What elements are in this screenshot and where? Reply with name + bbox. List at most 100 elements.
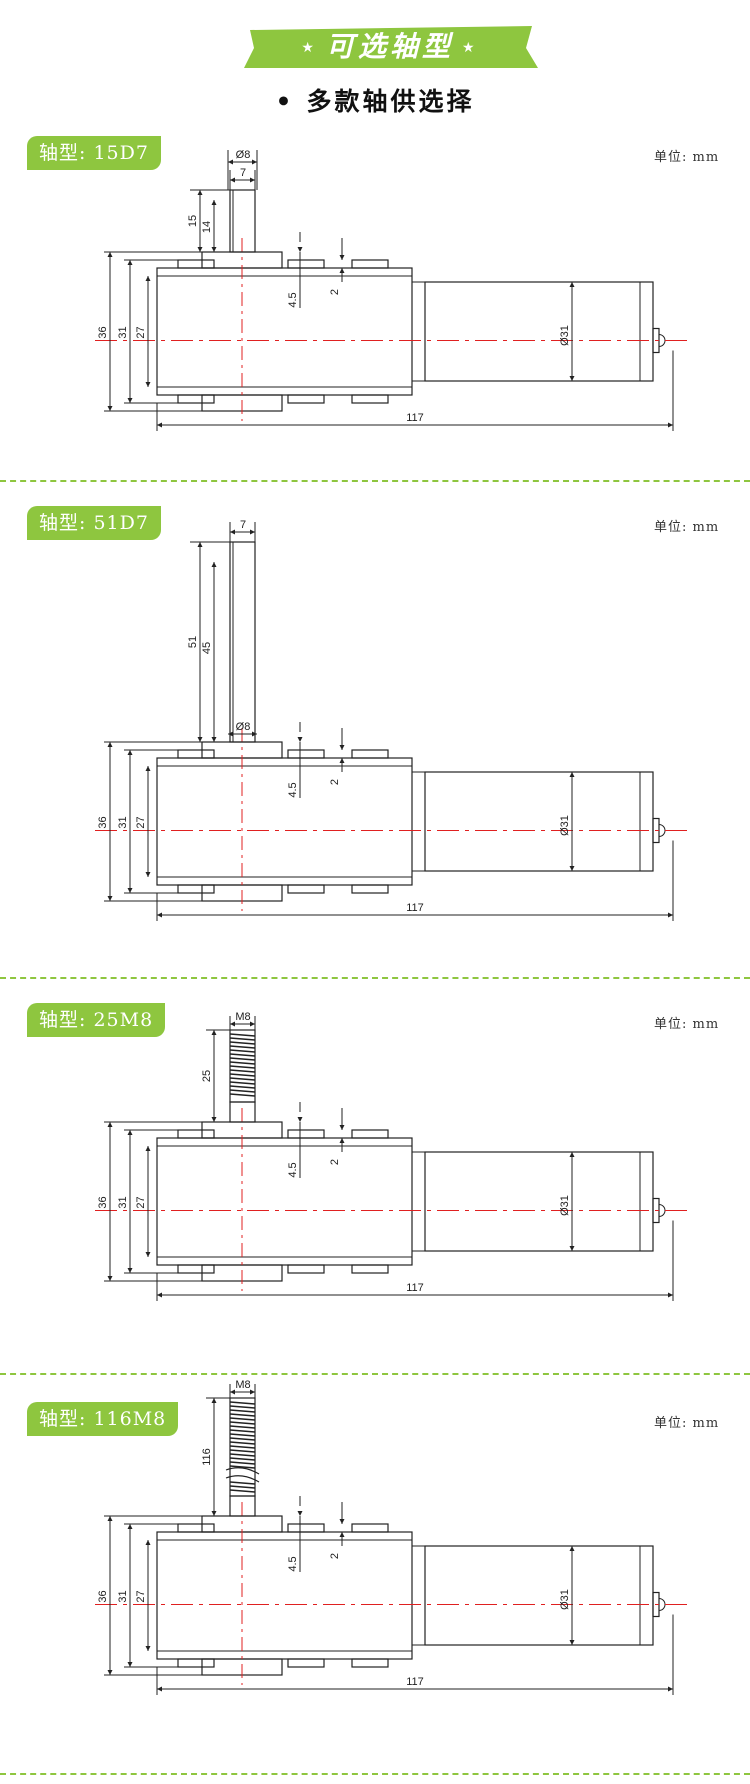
motor-diameter-label: Ø31 (559, 815, 571, 836)
thread-line (229, 1093, 256, 1097)
arrowhead (668, 912, 673, 918)
banner-brush-shape (244, 26, 538, 68)
thread-line (229, 1045, 256, 1049)
arrowhead (197, 542, 203, 547)
thread-line (229, 1481, 256, 1485)
thread-line (229, 1081, 256, 1085)
thread-line (229, 1417, 256, 1421)
thread-line (229, 1437, 256, 1441)
thread-line (229, 1429, 256, 1433)
arrowhead (297, 1511, 303, 1516)
arrowhead (107, 406, 113, 411)
gearbox-body (156, 1137, 413, 1266)
thread-line (229, 1041, 256, 1045)
arrowhead (250, 1389, 255, 1395)
height-31-label: 31 (117, 326, 129, 338)
banner-title: ★可选轴型★ (240, 24, 540, 70)
thread-line (229, 1077, 256, 1081)
dim-2-label: 2 (329, 1553, 341, 1559)
bullet-icon: • (275, 87, 295, 116)
thread-line (229, 1453, 256, 1457)
thread-line (229, 1485, 256, 1489)
section-divider (0, 977, 750, 979)
height-36-label: 36 (97, 326, 109, 338)
arrowhead (107, 1276, 113, 1281)
shaft-diameter-label: Ø8 (236, 721, 251, 733)
overall-length-label: 117 (406, 412, 424, 424)
thread-line (229, 1037, 256, 1041)
arrowhead (157, 1292, 162, 1298)
mount-pad (177, 749, 215, 759)
section-divider (0, 1373, 750, 1375)
thread-line (229, 1049, 256, 1053)
section-divider (0, 1773, 750, 1775)
shaft-type-tag: 轴型: 51D7 (27, 506, 161, 540)
arrowhead (197, 247, 203, 252)
arrowhead (145, 1146, 151, 1151)
mount-pad (287, 1264, 325, 1274)
arrowhead (339, 1125, 345, 1130)
gearbox-body (156, 1531, 413, 1660)
arrowhead (252, 159, 257, 165)
shaft-diameter-label: Ø8 (236, 149, 251, 161)
mount-pad (177, 1658, 215, 1668)
arrowhead (230, 529, 235, 535)
arrowhead (127, 750, 133, 755)
arrowhead (339, 255, 345, 260)
arrowhead (297, 737, 303, 742)
arrowhead (211, 562, 217, 567)
arrowhead (250, 177, 255, 183)
section-116m8: 轴型: 116M8 单位: mm (0, 0, 750, 1436)
d-shaft (229, 189, 256, 253)
arrowhead (339, 1532, 345, 1537)
mount-pad (351, 1129, 389, 1139)
thread-line (229, 1065, 256, 1069)
height-31-label: 31 (117, 816, 129, 828)
thread-line (229, 1089, 256, 1093)
mount-pad (287, 259, 325, 269)
mount-pad (287, 1129, 325, 1139)
dim-4-5-label: 4.5 (287, 1162, 299, 1177)
arrowhead (569, 1546, 575, 1551)
flat-width-label: 7 (240, 167, 246, 179)
threaded-shaft (229, 1029, 256, 1103)
shaft-length-label: 15 (187, 215, 199, 227)
mount-pad (351, 884, 389, 894)
arrowhead (107, 1122, 113, 1127)
thread-line (229, 1085, 256, 1089)
arrowhead (339, 745, 345, 750)
thread-line (229, 1425, 256, 1429)
arrowhead (297, 247, 303, 252)
motor-body (424, 1151, 654, 1252)
thread-size-label: M8 (235, 1379, 250, 1391)
thread-line (229, 1457, 256, 1461)
motor-diameter-label: Ø31 (559, 1195, 571, 1216)
mount-pad (287, 394, 325, 404)
arrowhead (127, 260, 133, 265)
arrowhead (668, 422, 673, 428)
d-shaft (229, 541, 256, 743)
dim-4-5-label: 4.5 (287, 1556, 299, 1571)
mount-pad (351, 749, 389, 759)
arrowhead (228, 731, 233, 737)
mount-pad (177, 1129, 215, 1139)
arrowhead (127, 1268, 133, 1273)
mount-pad (351, 259, 389, 269)
motor-body (424, 1545, 654, 1646)
arrowhead (668, 1292, 673, 1298)
thread-line (229, 1069, 256, 1073)
arrowhead (211, 1117, 217, 1122)
thread-line (229, 1445, 256, 1449)
thread-line (229, 1033, 256, 1037)
mount-pad (287, 884, 325, 894)
arrowhead (668, 1686, 673, 1692)
arrowhead (569, 376, 575, 381)
thread-line (229, 1461, 256, 1465)
height-27-label: 27 (135, 816, 147, 828)
gearbox-body (156, 267, 413, 396)
mount-pad (177, 884, 215, 894)
motor-shaft-stub (658, 1204, 666, 1217)
arrowhead (230, 1389, 235, 1395)
thread-line (229, 1401, 256, 1405)
